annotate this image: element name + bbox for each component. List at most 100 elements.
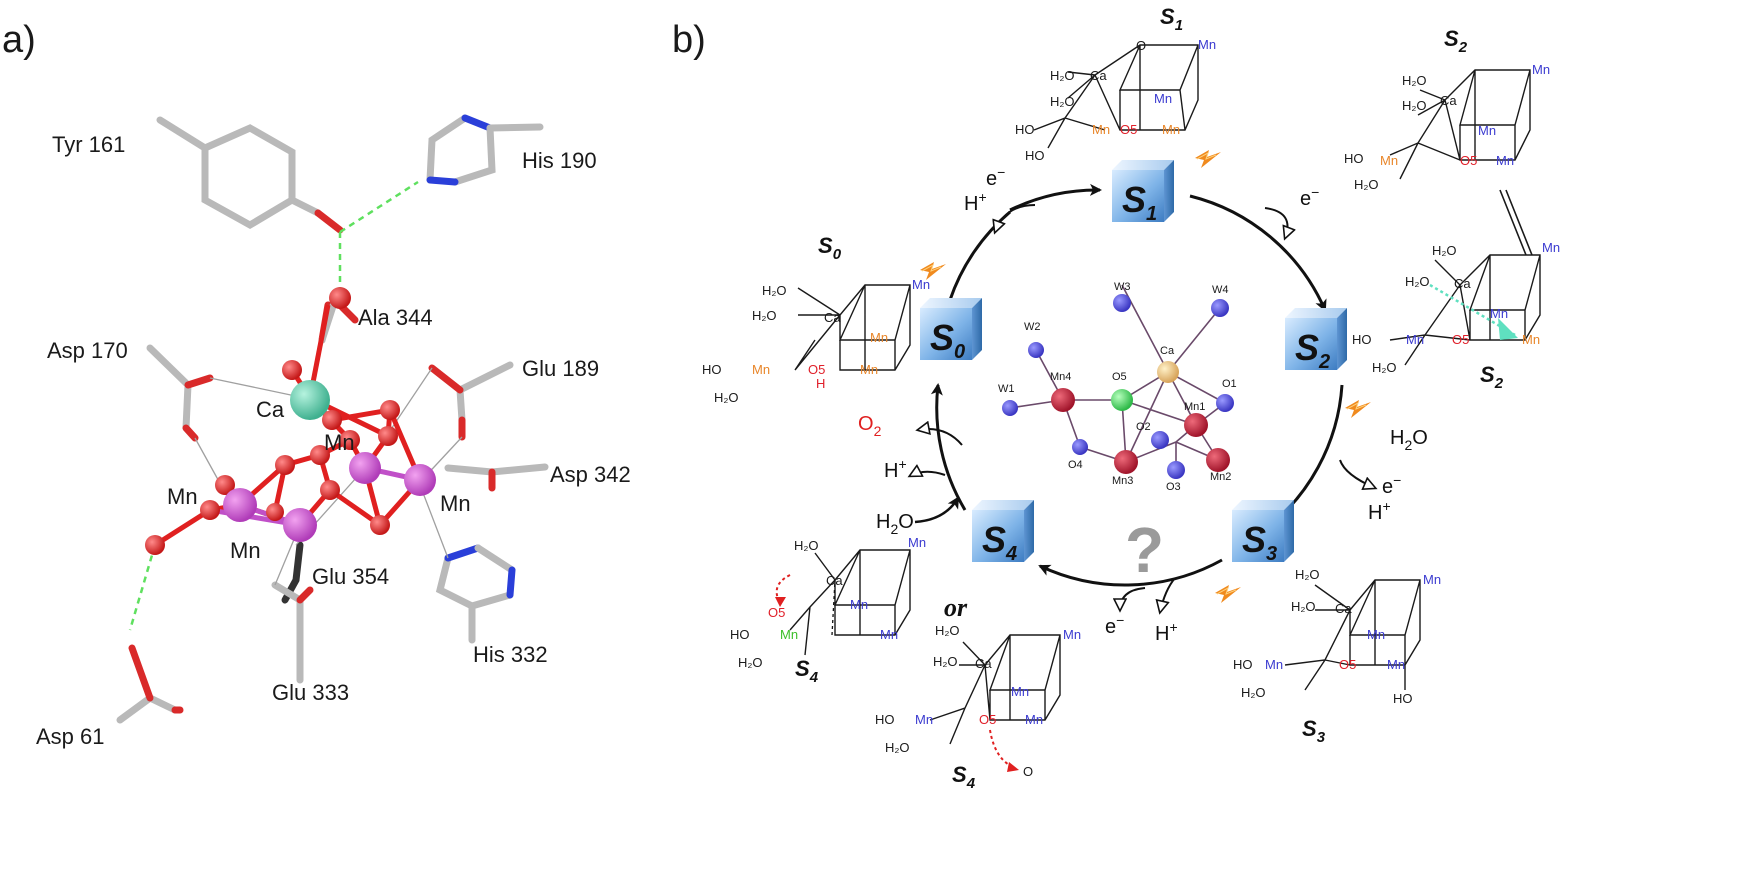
panel-b-label: b) xyxy=(672,19,706,61)
h-left: H+ xyxy=(884,456,907,482)
svg-text:H₂O: H₂O xyxy=(1405,274,1430,289)
his190-structure xyxy=(426,114,544,186)
hbond-tyr-his xyxy=(339,180,419,234)
oxygen-atom xyxy=(378,426,398,446)
svg-text:H₂O: H₂O xyxy=(794,538,819,553)
title-s2-top: S2 xyxy=(1444,26,1468,56)
structure-s2-bottom: H₂O H₂O Ca Mn Mn Mn O5 Mn HO H₂O xyxy=(1352,240,1560,375)
svg-text:Mn: Mn xyxy=(1387,657,1405,672)
svg-text:H₂O: H₂O xyxy=(1295,567,1320,582)
svg-text:Ca: Ca xyxy=(1090,68,1107,83)
svg-text:Mn: Mn xyxy=(1162,122,1180,137)
water-w4 xyxy=(1211,299,1229,317)
mn1-atom xyxy=(1184,413,1208,437)
e-right: e− xyxy=(1300,184,1319,210)
oxygen-atom xyxy=(275,455,295,475)
state-cube-s0: S 0 xyxy=(920,298,982,363)
svg-text:HO: HO xyxy=(702,362,722,377)
svg-text:2: 2 xyxy=(1318,351,1330,373)
label-ala344: Ala 344 xyxy=(358,305,433,330)
svg-text:Mn: Mn xyxy=(915,712,933,727)
label-glu354: Glu 354 xyxy=(312,564,389,589)
title-s1: S1 xyxy=(1160,4,1183,34)
asp170-o2 xyxy=(182,424,199,442)
svg-text:O2: O2 xyxy=(1136,421,1151,433)
svg-text:HO: HO xyxy=(1393,691,1413,706)
state-cube-s1: S 1 xyxy=(1112,160,1174,225)
svg-text:Mn2: Mn2 xyxy=(1210,471,1231,483)
svg-text:Mn: Mn xyxy=(1063,627,1081,642)
title-s3: S3 xyxy=(1302,716,1326,746)
svg-text:Mn: Mn xyxy=(752,362,770,377)
cycle-side-labels: e− H+ e− H2O e− H+ e− H+ H+ O2 H2O xyxy=(858,164,1428,645)
cluster-atoms-a xyxy=(145,287,436,555)
structure-s4-left: H₂O Ca O5 Mn Mn Mn Mn HO H₂O xyxy=(730,535,926,670)
unknown-mark: ? xyxy=(1125,514,1164,586)
structure-s2-top: H₂O H₂O Ca Mn Mn Mn O5 Mn HO H₂O xyxy=(1344,62,1550,256)
svg-text:O3: O3 xyxy=(1166,481,1181,493)
svg-text:H₂O: H₂O xyxy=(1402,73,1427,88)
oxygen-atom xyxy=(282,360,302,380)
svg-text:HO: HO xyxy=(1344,151,1364,166)
svg-text:Mn: Mn xyxy=(850,597,868,612)
svg-text:Mn: Mn xyxy=(1025,712,1043,727)
asp170-o1 xyxy=(184,374,214,389)
svg-text:Mn: Mn xyxy=(1380,153,1398,168)
h2o-right: H2O xyxy=(1390,427,1428,453)
glu189-o1 xyxy=(428,364,464,394)
manganese-atom xyxy=(404,464,436,496)
his332-structure xyxy=(435,544,516,644)
asp342-stick xyxy=(444,463,549,476)
svg-text:Mn: Mn xyxy=(1542,240,1560,255)
oxygen-atom xyxy=(215,475,235,495)
svg-text:4: 4 xyxy=(1005,543,1017,565)
svg-text:Ca: Ca xyxy=(1454,276,1471,291)
svg-text:S: S xyxy=(1242,519,1266,560)
svg-text:Ca: Ca xyxy=(1160,345,1175,357)
svg-text:Ca: Ca xyxy=(824,310,841,325)
svg-text:W4: W4 xyxy=(1212,284,1229,296)
o2-release: O2 xyxy=(858,413,882,439)
manganese-atom xyxy=(349,452,381,484)
mn-cluster-bonds xyxy=(153,304,423,548)
oxygen-atom xyxy=(200,500,220,520)
svg-text:Mn: Mn xyxy=(1532,62,1550,77)
or-label: or xyxy=(944,593,968,622)
svg-text:O5: O5 xyxy=(1339,657,1356,672)
svg-text:H₂O: H₂O xyxy=(1050,94,1075,109)
glu333-o xyxy=(296,586,314,604)
label-glu189: Glu 189 xyxy=(522,356,599,381)
oxygen-atom xyxy=(322,410,342,430)
state-cube-s4: S 4 xyxy=(972,500,1034,565)
svg-text:H₂O: H₂O xyxy=(1241,685,1266,700)
light-flash-icon xyxy=(1194,149,1222,169)
oxygen-atom xyxy=(310,445,330,465)
oxygen-atom xyxy=(266,503,284,521)
title-s0: S0 xyxy=(818,233,842,263)
svg-text:Mn3: Mn3 xyxy=(1112,475,1133,487)
label-mn-bottom: Mn xyxy=(230,538,261,563)
svg-text:H₂O: H₂O xyxy=(752,308,777,323)
svg-text:Mn: Mn xyxy=(1478,123,1496,138)
svg-text:Ca: Ca xyxy=(1440,93,1457,108)
manganese-atom xyxy=(283,508,317,542)
svg-text:H₂O: H₂O xyxy=(1291,599,1316,614)
svg-text:Mn: Mn xyxy=(1522,332,1540,347)
svg-text:S: S xyxy=(982,519,1006,560)
structure-s1: H₂O H₂O Ca O Mn Mn Mn O5 Mn HO HO xyxy=(1015,37,1216,163)
calcium-atom xyxy=(290,380,330,420)
svg-text:Mn: Mn xyxy=(912,277,930,292)
label-glu333: Glu 333 xyxy=(272,680,349,705)
svg-text:Mn: Mn xyxy=(1367,627,1385,642)
oxygen-atom xyxy=(380,400,400,420)
svg-text:H: H xyxy=(816,376,825,391)
asp170-stick xyxy=(146,344,192,432)
svg-text:H₂O: H₂O xyxy=(1354,177,1379,192)
svg-text:O4: O4 xyxy=(1068,459,1083,471)
svg-text:H₂O: H₂O xyxy=(1402,98,1427,113)
svg-text:Mn: Mn xyxy=(870,330,888,345)
light-flash-icon xyxy=(1344,399,1372,419)
label-asp342: Asp 342 xyxy=(550,462,631,487)
central-cluster: W1 W2 W3 W4 Mn4 O5 Ca O1 Mn1 O2 O4 Mn3 O… xyxy=(998,281,1237,493)
